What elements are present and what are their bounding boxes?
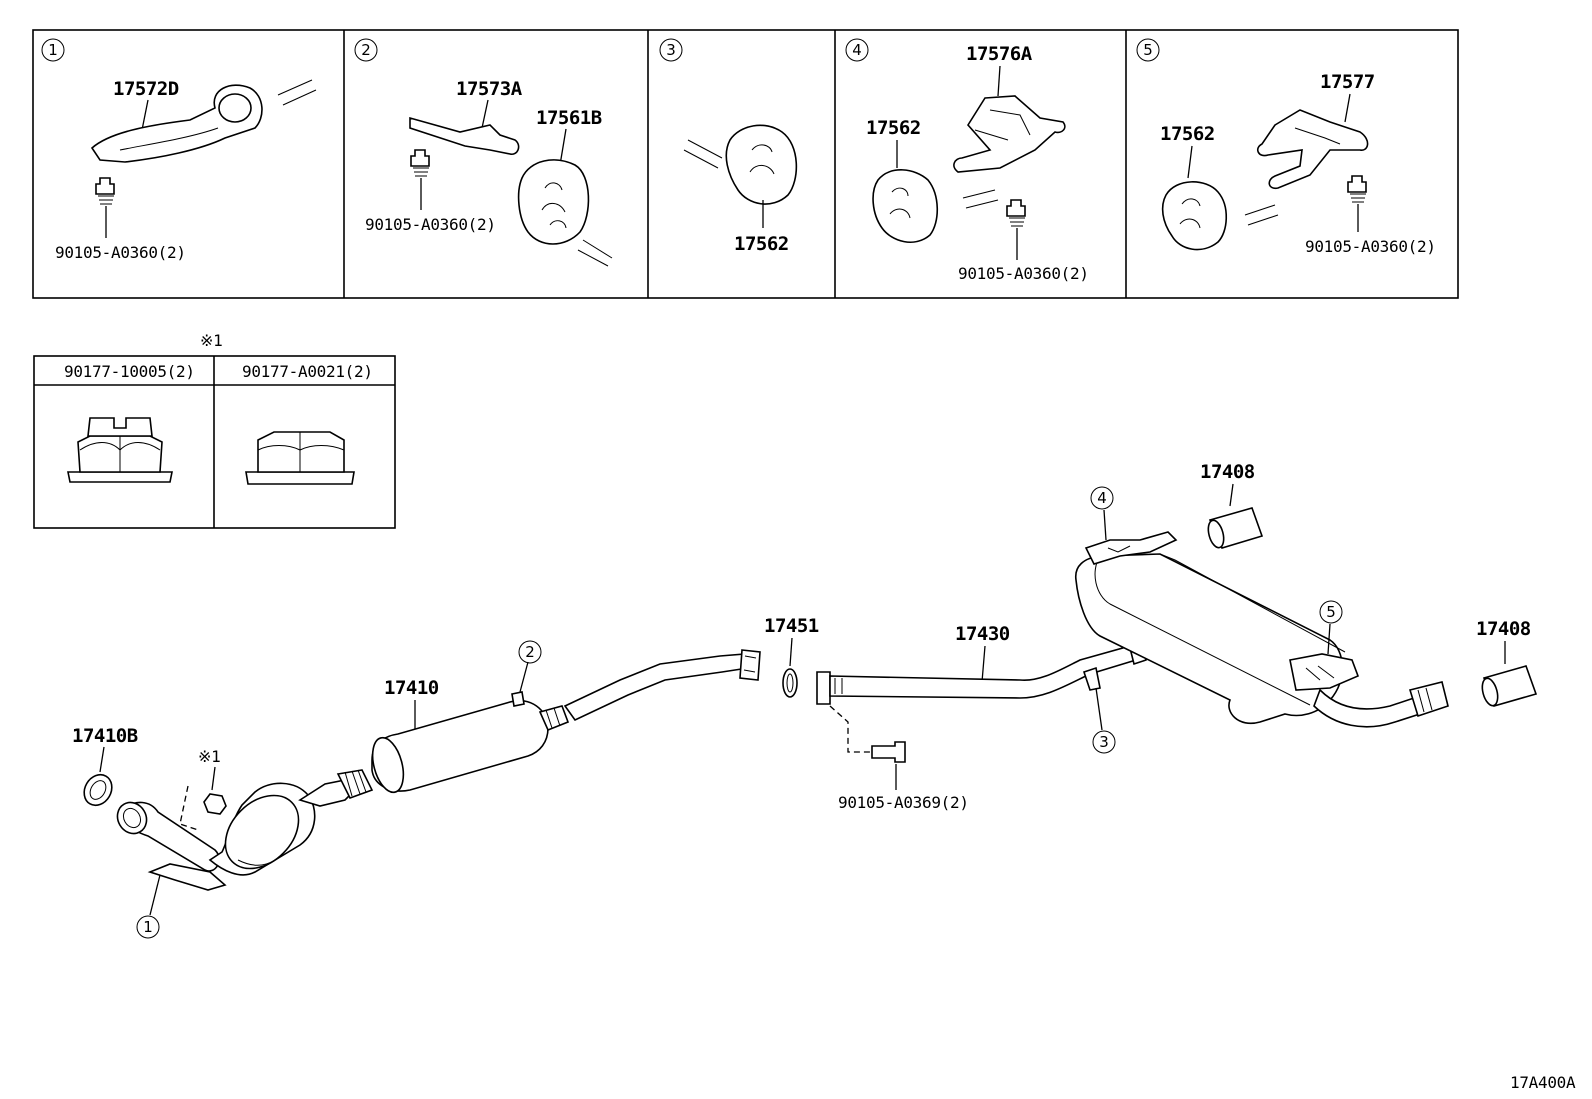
hanger-rubber-17561B-icon[interactable] [517, 159, 590, 245]
part-17576A-label[interactable]: 17576A [966, 43, 1033, 65]
gasket-17451: 17451 [764, 615, 819, 698]
panel-1-callout: 1 [48, 41, 58, 59]
callout-1-group: 1 [136, 915, 160, 939]
panel-4-callout: 4 [852, 41, 862, 59]
panel-2: 2 17573A 17561B 90105-A0360(2) [354, 38, 613, 267]
bolt-icon[interactable] [871, 741, 906, 763]
main-muffler-icon[interactable] [1075, 553, 1344, 725]
diagram-id: 17A400A [1510, 1073, 1576, 1092]
hanger-rubber-17562-icon[interactable] [725, 124, 798, 205]
panel-4: 4 17576A 17562 90105-A0360(2) [845, 38, 1089, 283]
panel-1: 1 17572D 90105-A0360(2) [41, 38, 317, 262]
gasket-17451-icon[interactable] [782, 668, 798, 698]
nut-column-2-label[interactable]: 90177-A0021(2) [242, 362, 373, 381]
bolt-icon [95, 177, 115, 195]
bolt-icon [410, 149, 430, 167]
callout-5: 5 [1326, 603, 1336, 621]
panel-2-bolt-label[interactable]: 90105-A0360(2) [365, 215, 496, 234]
panel-1-bolt-label[interactable]: 90105-A0360(2) [55, 243, 186, 262]
tail-tip-right: 17408 [1476, 618, 1538, 707]
panel-5-callout: 5 [1143, 41, 1153, 59]
panel-5-bolt-label[interactable]: 90105-A0360(2) [1305, 237, 1436, 256]
tail-pipe-assembly: 17430 3 90105-A0369(2) [816, 623, 1147, 812]
gasket-17410B-icon[interactable] [79, 770, 118, 811]
part-17561B-label[interactable]: 17561B [536, 107, 602, 129]
hanger-rubber-17562-icon[interactable] [872, 169, 939, 243]
panel-4-rubber-label[interactable]: 17562 [866, 117, 921, 139]
center-pipe-assembly: 17410 2 [371, 640, 761, 794]
callout-1: 1 [143, 918, 153, 936]
part-17408-right-label[interactable]: 17408 [1476, 618, 1531, 640]
hanger-rubber-17562-icon[interactable] [1161, 181, 1228, 251]
panel-3: 3 17562 [659, 38, 798, 255]
part-17410-label[interactable]: 17410 [384, 677, 439, 699]
nut-table: ※1 90177-10005(2) 90177-A0021(2) [33, 331, 396, 529]
panel-3-callout: 3 [666, 41, 676, 59]
part-17572D-label[interactable]: 17572D [113, 78, 179, 100]
bracket-17577-icon[interactable] [1256, 109, 1369, 190]
panel-1-callout-circle [41, 38, 65, 62]
nut-icon[interactable] [203, 793, 227, 815]
panel-3-part-label[interactable]: 17562 [734, 233, 789, 255]
part-17573A-label[interactable]: 17573A [456, 78, 523, 100]
panel-5-rubber-label[interactable]: 17562 [1160, 123, 1215, 145]
bracket-17576A-icon[interactable] [953, 95, 1066, 173]
bolt-90105-A0369-label[interactable]: 90105-A0369(2) [838, 793, 969, 812]
part-17430-label[interactable]: 17430 [955, 623, 1010, 645]
part-17408-top-label[interactable]: 17408 [1200, 461, 1255, 483]
main-muffler-assembly: 4 5 [1075, 486, 1449, 728]
nut-note-mark: ※1 [198, 747, 220, 766]
part-17577-label[interactable]: 17577 [1320, 71, 1375, 93]
panel-2-callout: 2 [361, 41, 371, 59]
part-17410B-label[interactable]: 17410B [72, 725, 138, 747]
slotted-nut-icon [67, 417, 173, 483]
callout-2: 2 [525, 643, 535, 661]
front-pipe-assembly: 17410B ※1 [72, 725, 374, 916]
tail-tip-top: 17408 [1200, 461, 1264, 549]
panel-5: 5 17577 17562 90105-A0360(2) [1136, 38, 1436, 256]
flange-nut-icon [245, 431, 355, 485]
panel-4-bolt-label[interactable]: 90105-A0360(2) [958, 264, 1089, 283]
part-17451-label[interactable]: 17451 [764, 615, 819, 637]
nut-column-1-label[interactable]: 90177-10005(2) [64, 362, 195, 381]
nut-table-note-mark: ※1 [200, 331, 222, 350]
top-panel-frame [32, 29, 1459, 299]
callout-4: 4 [1097, 489, 1107, 507]
bolt-icon [1006, 199, 1026, 217]
callout-3: 3 [1099, 733, 1109, 751]
bolt-icon [1347, 175, 1367, 193]
bracket-17573A-icon[interactable] [409, 116, 520, 155]
